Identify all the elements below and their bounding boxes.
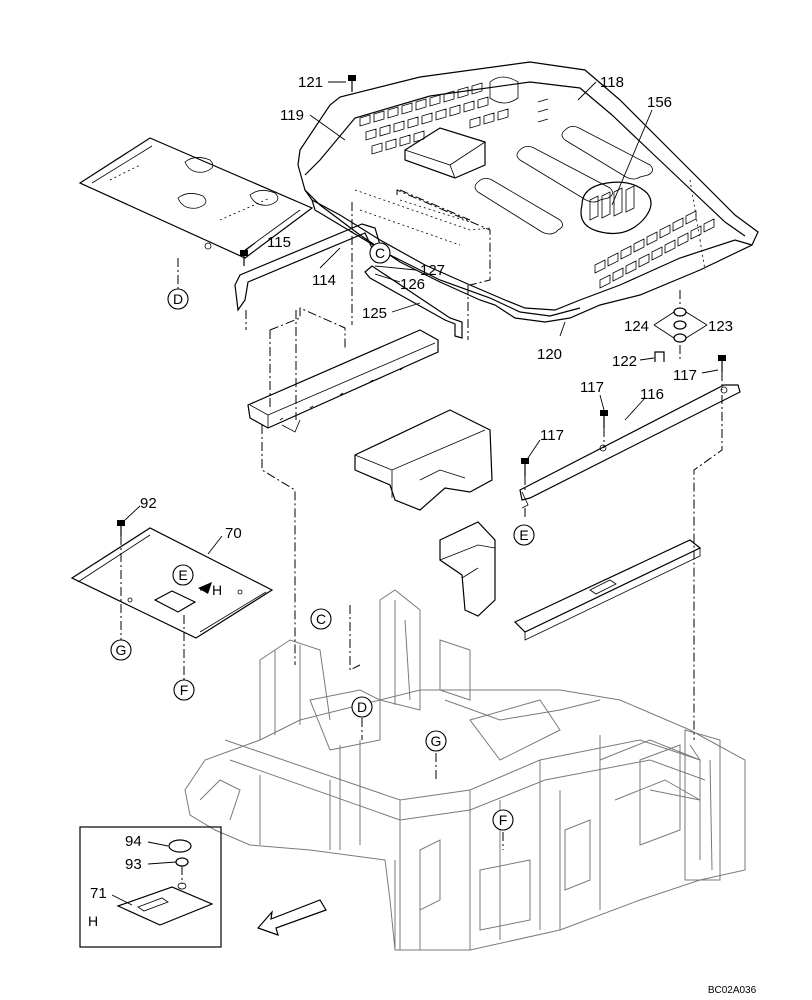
ref-bubble-e-plate: E bbox=[172, 564, 194, 586]
label-114: 114 bbox=[312, 272, 336, 289]
ref-bubble-g-plate: G bbox=[110, 639, 132, 661]
hood-vent-grille-upper bbox=[359, 76, 549, 155]
svg-text:C: C bbox=[316, 611, 326, 627]
bolt-115 bbox=[240, 250, 248, 266]
ref-bubble-c-top: C bbox=[369, 242, 391, 264]
label-117-mid: 117 bbox=[580, 379, 604, 396]
ref-bubble-d-frame: D bbox=[351, 696, 373, 718]
label-118: 118 bbox=[600, 74, 624, 91]
ref-bubble-g-frame: G bbox=[425, 730, 447, 752]
direction-arrow bbox=[256, 899, 327, 936]
label-156: 156 bbox=[647, 94, 672, 111]
label-122: 122 bbox=[612, 353, 637, 370]
bolt-117-left bbox=[521, 458, 529, 476]
svg-text:D: D bbox=[173, 291, 183, 307]
bolt-92 bbox=[117, 520, 125, 536]
label-120: 120 bbox=[537, 346, 562, 363]
washers-124 bbox=[673, 307, 687, 343]
svg-text:E: E bbox=[178, 567, 187, 583]
hood-grille-156 bbox=[580, 181, 652, 234]
svg-text:F: F bbox=[499, 812, 508, 828]
air-guide bbox=[439, 521, 496, 617]
plate-70 bbox=[70, 527, 274, 639]
label-117-left: 117 bbox=[540, 427, 564, 444]
label-125: 125 bbox=[362, 305, 387, 322]
right-rail bbox=[513, 539, 702, 641]
detail-inset-h bbox=[79, 826, 222, 948]
view-label-h-inset: H bbox=[88, 913, 98, 929]
bolt-117-right bbox=[718, 355, 726, 372]
label-70: 70 bbox=[225, 525, 242, 542]
svg-text:C: C bbox=[375, 245, 385, 261]
svg-text:G: G bbox=[431, 733, 442, 749]
part-number-labels: 121 118 119 156 115 114 127 126 125 124 … bbox=[90, 74, 733, 902]
label-117-right: 117 bbox=[673, 367, 697, 384]
label-116: 116 bbox=[640, 386, 664, 403]
bracket-114 bbox=[234, 223, 381, 312]
engine-hood bbox=[297, 61, 759, 323]
label-126: 126 bbox=[400, 276, 425, 293]
label-127: 127 bbox=[420, 262, 445, 279]
bar-116 bbox=[519, 384, 741, 509]
bracket-125 bbox=[364, 265, 463, 339]
bolt-117-mid bbox=[600, 410, 608, 428]
cross-member bbox=[247, 329, 439, 433]
air-duct bbox=[354, 409, 493, 511]
label-92: 92 bbox=[140, 495, 157, 512]
svg-text:E: E bbox=[519, 527, 528, 543]
ref-bubble-f-plate: F bbox=[173, 679, 195, 701]
ref-bubble-e-right: E bbox=[513, 524, 535, 546]
cover-panel-d bbox=[78, 137, 314, 259]
label-119: 119 bbox=[280, 107, 304, 124]
view-label-h-plate: H bbox=[212, 582, 222, 598]
svg-text:F: F bbox=[180, 682, 189, 698]
machine-frame bbox=[184, 589, 746, 951]
label-115: 115 bbox=[267, 234, 291, 251]
assembly-lines bbox=[120, 189, 723, 850]
label-93: 93 bbox=[125, 856, 142, 873]
leader-lines bbox=[111, 81, 719, 906]
ref-bubble-c-frame: C bbox=[310, 608, 332, 630]
label-124: 124 bbox=[624, 318, 649, 335]
pin-122 bbox=[654, 351, 665, 362]
label-71: 71 bbox=[90, 885, 107, 902]
svg-text:D: D bbox=[357, 699, 367, 715]
svg-text:G: G bbox=[116, 642, 127, 658]
label-123: 123 bbox=[708, 318, 733, 335]
label-94: 94 bbox=[125, 833, 142, 850]
label-121: 121 bbox=[298, 74, 323, 91]
bolt-121 bbox=[348, 75, 356, 92]
drawing-code: BC02A036 bbox=[708, 985, 757, 996]
ref-bubble-f-frame: F bbox=[492, 809, 514, 831]
ref-bubble-d-panel: D bbox=[167, 288, 189, 310]
